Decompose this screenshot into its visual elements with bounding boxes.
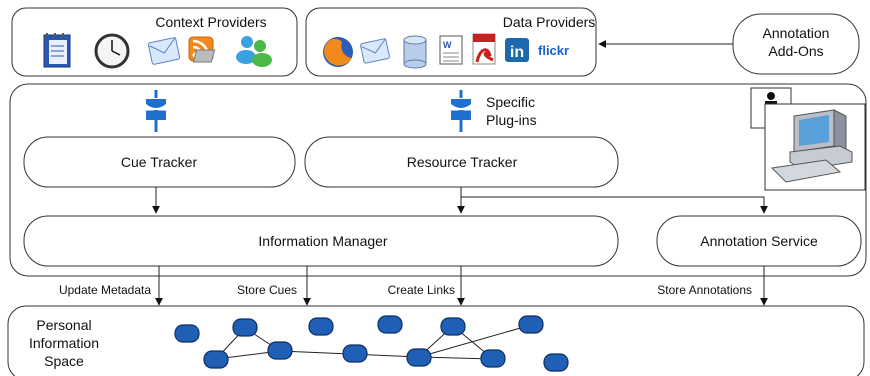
word-document-icon: W: [439, 35, 463, 65]
graph-node: [308, 317, 334, 336]
graph-node: [203, 350, 229, 369]
graph-nodes: [174, 315, 569, 372]
graph-node: [377, 315, 403, 334]
graph-node: [232, 318, 258, 337]
graph-node: [267, 341, 293, 360]
svg-text:W: W: [443, 40, 452, 50]
data-providers-title: Data Providers: [503, 14, 596, 30]
create-links-label: Create Links: [388, 283, 455, 297]
firefox-icon: [323, 37, 353, 67]
update-metadata-label: Update Metadata: [59, 283, 151, 297]
graph-node: [406, 348, 432, 367]
email-icon-2: [360, 38, 390, 64]
database-icon: [403, 35, 427, 69]
graph-node: [543, 353, 569, 372]
annotation-addons-line2: Add-Ons: [768, 43, 823, 59]
personal-space-line2: Information: [29, 335, 99, 351]
personal-space-line1: Personal: [36, 317, 91, 333]
cue-tracker-box: Cue Tracker: [23, 136, 296, 188]
information-manager-label: Information Manager: [258, 233, 388, 249]
context-providers-title: Context Providers: [155, 14, 266, 30]
resource-tracker-label: Resource Tracker: [407, 154, 518, 170]
information-manager-box: Information Manager: [23, 215, 619, 267]
context-providers-box: Context Providers: [11, 7, 298, 77]
resource-to-annotation-arrow: [461, 196, 768, 214]
pdf-icon: [472, 33, 496, 65]
flickr-text: flickr: [538, 43, 569, 58]
cue-tracker-label: Cue Tracker: [121, 154, 198, 170]
graph-node: [440, 317, 466, 336]
user-computer-icon: [750, 87, 866, 191]
graph-node: [174, 324, 200, 343]
linkedin-text: in: [510, 44, 524, 61]
clock-icon: [94, 33, 130, 69]
plug-icon-right: [451, 90, 471, 132]
flickr-icon: flickr: [538, 43, 569, 58]
graph-node: [518, 315, 544, 334]
graph-node: [480, 349, 506, 368]
plugins-label-line2: Plug-ins: [486, 112, 537, 128]
graph-node: [342, 344, 368, 363]
linkedin-icon: in: [505, 38, 529, 62]
store-annotations-label: Store Annotations: [657, 283, 752, 297]
data-providers-box: Data Providers W: [305, 7, 597, 77]
resource-tracker-box: Resource Tracker: [304, 136, 619, 188]
email-icon: [147, 37, 181, 65]
messenger-icon: [236, 36, 272, 67]
annotation-service-box: Annotation Service: [656, 215, 862, 267]
annotation-addons-box: Annotation Add-Ons: [732, 13, 860, 75]
annotation-service-label: Annotation Service: [700, 233, 818, 249]
plug-icon-left: [146, 90, 166, 132]
personal-space-line3: Space: [44, 353, 84, 369]
store-cues-label: Store Cues: [237, 283, 297, 297]
rss-feed-icon: [188, 36, 216, 63]
annotation-addons-line1: Annotation: [763, 25, 830, 41]
calendar-icon: [43, 33, 71, 68]
plugins-label-line1: Specific: [486, 94, 535, 110]
